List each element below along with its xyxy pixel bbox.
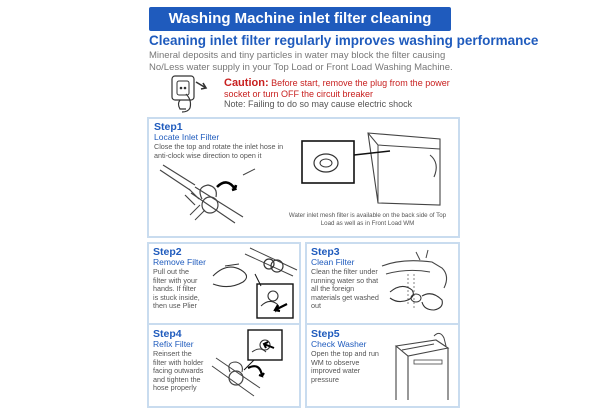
step4-number: Step4 — [153, 328, 182, 340]
remove-filter-illustration — [212, 247, 298, 319]
power-plug-icon — [171, 75, 208, 113]
step3-body: Clean the filter under running water so … — [311, 267, 379, 311]
inlet-hose-illustration — [159, 164, 256, 224]
step4-name: Refix Filter — [153, 339, 194, 349]
caution-note: Note: Failing to do so may cause electri… — [224, 99, 413, 109]
step5-body: Open the top and run WM to observe impro… — [311, 349, 379, 384]
step5-name: Check Washer — [311, 339, 367, 349]
step2-name: Remove Filter — [153, 257, 206, 267]
step2-number: Step2 — [153, 246, 182, 258]
step3-box — [305, 242, 460, 325]
intro-text: Mineral deposits and tiny particles in w… — [149, 50, 453, 73]
step4-body: Reinsert the filter with holder facing o… — [153, 349, 204, 393]
step1-number: Step1 — [154, 121, 183, 133]
top-load-washer-back-illustration — [301, 132, 441, 206]
clean-filter-illustration — [381, 249, 448, 311]
caution-text: Caution: Before start, remove the plug f… — [224, 78, 474, 100]
page-subtitle: Cleaning inlet filter regularly improves… — [149, 33, 539, 48]
step3-number: Step3 — [311, 246, 340, 258]
step5-number: Step5 — [311, 328, 340, 340]
caution-message: Before start, remove the plug from the p… — [224, 78, 450, 99]
refix-filter-illustration — [211, 329, 283, 397]
caution-label: Caution: — [224, 77, 269, 89]
step1-body: Close the top and rotate the inlet hose … — [154, 142, 284, 160]
top-load-washer-illustration — [394, 332, 450, 400]
step3-name: Clean Filter — [311, 257, 355, 267]
page-title-banner: Washing Machine inlet filter cleaning pr… — [149, 7, 451, 51]
step2-body: Pull out the filter with your hands. If … — [153, 267, 200, 311]
step1-box — [147, 117, 460, 238]
step1-name: Locate Inlet Filter — [154, 132, 220, 142]
step1-caption: Water inlet mesh filter is available on … — [288, 212, 447, 227]
